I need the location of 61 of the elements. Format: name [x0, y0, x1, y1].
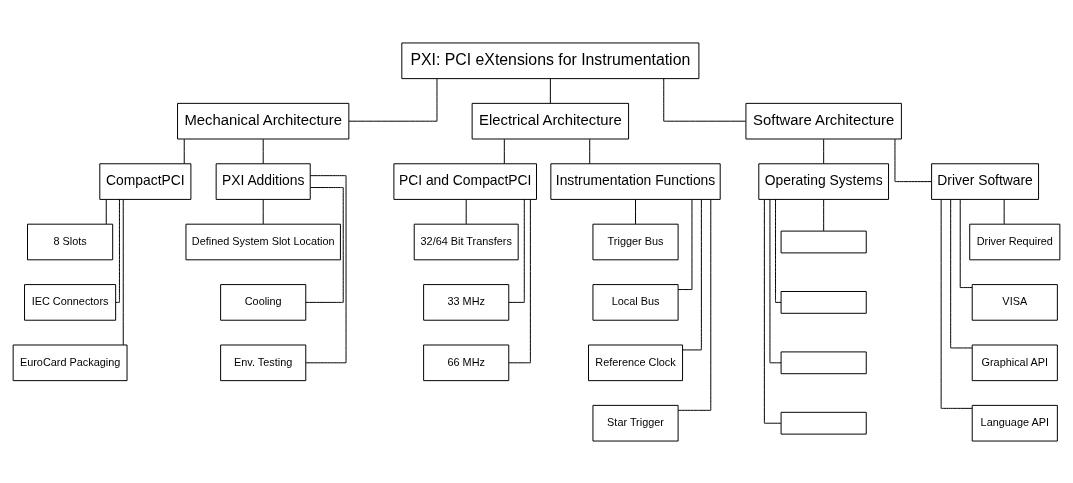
node-box: Driver Required: [969, 223, 1061, 260]
connector: [589, 138, 591, 164]
node-box: PXI Additions: [215, 162, 311, 200]
connector: [823, 198, 825, 231]
node-box: IEC Connectors: [24, 283, 117, 321]
node-box: Driver Software: [931, 162, 1040, 200]
node-box: Electrical Architecture: [471, 102, 630, 139]
node-box: Mechanical Architecture: [177, 102, 350, 139]
node-box: Star Trigger: [592, 404, 679, 442]
connector: [105, 198, 107, 224]
node-box: EuroCard Packaging: [12, 344, 128, 381]
connector: [262, 198, 264, 224]
connector: [682, 198, 702, 350]
node-box: Graphical API: [971, 344, 1058, 381]
node-box: [780, 411, 867, 435]
connector: [122, 198, 124, 345]
connector: [503, 138, 505, 164]
node-box: 8 Slots: [27, 223, 114, 260]
connector: [677, 198, 712, 411]
node-box: Reference Clock: [588, 344, 684, 381]
connector: [305, 186, 344, 303]
connector: [763, 198, 782, 424]
connector: [115, 198, 120, 303]
connector: [508, 198, 525, 303]
connector: [769, 198, 782, 363]
node-box: Env. Testing: [220, 344, 307, 381]
connector: [1003, 198, 1005, 224]
node-box: Operating Systems: [758, 162, 890, 200]
connector: [262, 138, 264, 164]
connector: [894, 138, 932, 182]
node-box: CompactPCI: [99, 162, 192, 200]
node-box: PXI: PCI eXtensions for Instrumentation: [401, 41, 700, 79]
node-box: Software Architecture: [745, 102, 902, 139]
node-box: 33 MHz: [423, 283, 510, 321]
node-box: VISA: [971, 283, 1058, 321]
connector: [635, 198, 636, 224]
node-box: Local Bus: [592, 283, 679, 321]
node-box: [780, 350, 867, 374]
connector: [465, 198, 467, 224]
node-box: PCI and CompactPCI: [393, 162, 537, 200]
node-box: [780, 230, 867, 253]
node-box: [780, 290, 867, 314]
node-box: Defined System Slot Location: [185, 223, 341, 260]
node-box: Language API: [971, 404, 1058, 442]
node-box: 66 MHz: [423, 344, 510, 381]
connector: [677, 198, 693, 290]
connector: [663, 77, 747, 122]
node-box: Trigger Bus: [592, 223, 679, 260]
node-box: 32/64 Bit Transfers: [413, 223, 519, 260]
connector: [305, 174, 347, 363]
connector: [775, 198, 782, 303]
connector: [549, 77, 551, 104]
connector: [940, 198, 973, 409]
node-box: Instrumentation Functions: [550, 162, 721, 200]
node-box: Cooling: [220, 283, 307, 321]
connector: [508, 198, 531, 363]
connector: [823, 138, 825, 164]
connector: [183, 138, 185, 164]
connector: [950, 198, 973, 348]
connector: [959, 198, 973, 288]
connector: [348, 77, 438, 122]
